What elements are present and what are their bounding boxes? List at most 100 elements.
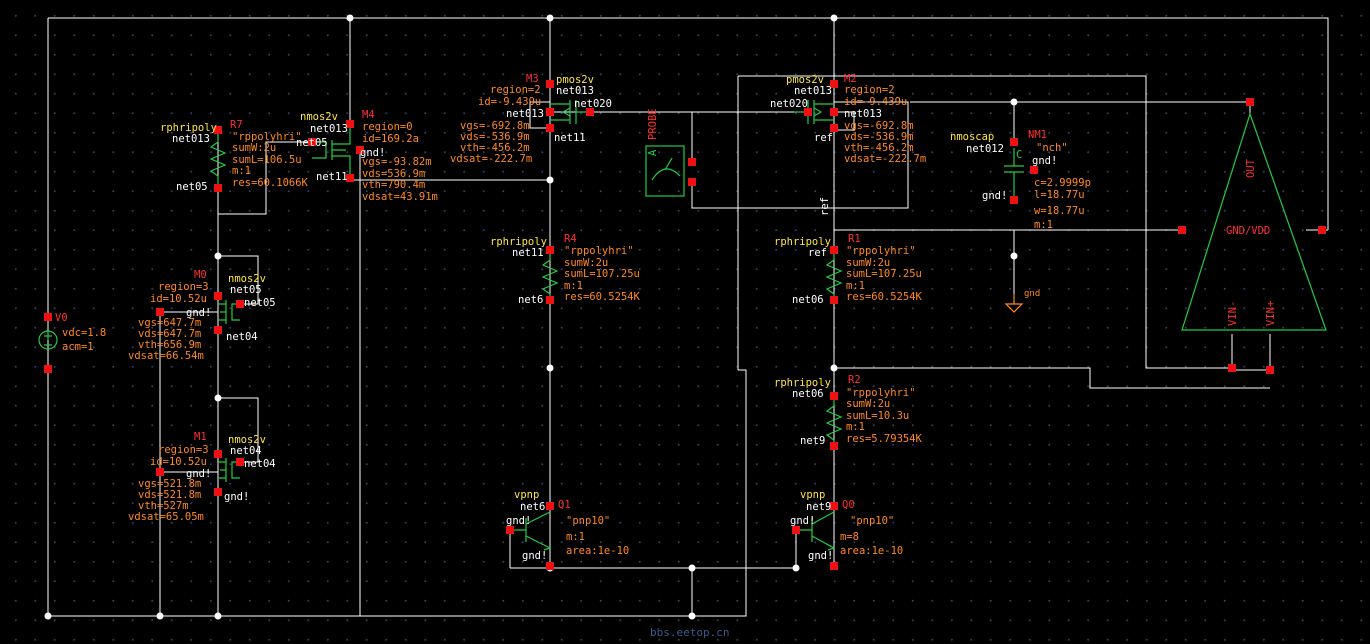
q1-net1: gnd! <box>506 515 531 527</box>
r7-p4: res=60.1066K <box>232 177 309 189</box>
m3-name: M3 <box>526 73 539 85</box>
wire-m2-gate <box>834 111 855 131</box>
m2-p3: vds=-536.9m <box>844 131 914 143</box>
nm1-net0: net012 <box>966 143 1004 155</box>
m3-net2: net020 <box>574 98 612 110</box>
r1-p4: res=60.5254K <box>846 291 923 303</box>
nm1-name: NM1 <box>1028 129 1047 141</box>
labels: V0 vdc=1.8 acm=1 R7 rphripoly net013 net… <box>55 73 1277 639</box>
m0-net1: gnd! <box>186 307 211 319</box>
r1-cell: rphripoly <box>774 236 831 248</box>
amplifier[interactable] <box>1178 98 1327 374</box>
r4-net-top: net11 <box>512 247 544 259</box>
nm1-p0: "nch" <box>1036 142 1068 154</box>
wire-bottom-rail <box>48 76 747 617</box>
wire-probe-bot <box>691 101 909 209</box>
wire-bjt-bottom <box>510 567 796 616</box>
nmos-m1[interactable] <box>156 450 244 496</box>
ground-symbol <box>1004 294 1024 313</box>
q0-name: Q0 <box>842 499 855 511</box>
m4-cell: nmos2v <box>300 111 338 123</box>
nmos-m4[interactable] <box>308 120 364 182</box>
nm1-p2: l=18.77u <box>1034 189 1085 201</box>
nm1-c: C <box>1016 149 1022 161</box>
m0-name: M0 <box>194 269 207 281</box>
q1-cell: vpnp <box>514 489 539 501</box>
q1-p2: area:1e-10 <box>566 545 629 557</box>
wire-m1-fb <box>218 397 259 463</box>
nmos-m0[interactable] <box>156 292 244 334</box>
m1-p1: id=10.52u <box>150 456 207 468</box>
voltage-source-v0[interactable] <box>38 313 58 373</box>
r7-name: R7 <box>230 119 243 131</box>
wire-x360 <box>160 150 361 617</box>
r2-name: R2 <box>848 374 861 386</box>
pmos-m2[interactable] <box>794 80 838 132</box>
r1-p3: m:1 <box>846 280 865 292</box>
r2-p2: sumL=10.3u <box>846 410 909 422</box>
q1-name: Q1 <box>558 499 571 511</box>
m2-cell: pmos2v <box>786 74 824 86</box>
r7-net-top: net013 <box>172 133 210 145</box>
m1-p0: region=3 <box>158 444 209 456</box>
nmoscap-nm1[interactable] <box>1004 138 1038 204</box>
pmos-m3[interactable] <box>546 80 594 132</box>
m4-net1: net05 <box>296 137 328 149</box>
m1-p4: vth=527m <box>138 500 189 512</box>
wire-amp-vinp <box>1232 334 1271 371</box>
m0-net0: net05 <box>230 284 262 296</box>
probe-box[interactable] <box>645 145 696 197</box>
r7-cell: rphripoly <box>160 122 217 134</box>
r4-cell: rphripoly <box>490 236 547 248</box>
wire-amp-top <box>738 75 1232 369</box>
m2-net2: net013 <box>844 108 882 120</box>
m0-p2: vgs=647.7m <box>138 317 201 329</box>
wire-r2-amp <box>834 367 1270 389</box>
r7-p2: sumL=106.5u <box>232 154 302 166</box>
m0-p5: vdsat=66.54m <box>128 350 204 362</box>
m0-net3: net04 <box>226 331 258 343</box>
q0-net2: gnd! <box>808 550 833 562</box>
r4-name: R4 <box>564 233 577 245</box>
m1-net2: net04 <box>244 458 276 470</box>
resistor-r1[interactable] <box>825 246 843 304</box>
amp-out-label: OUT <box>1245 158 1257 178</box>
r1-p2: sumL=107.25u <box>846 268 922 280</box>
wires <box>47 17 1329 617</box>
r4-net-bot: net6 <box>518 294 543 306</box>
junctions <box>44 14 1018 620</box>
r1-name: R1 <box>848 233 861 245</box>
r4-p1: sumW:2u <box>564 257 608 269</box>
m3-net0: net013 <box>556 85 594 97</box>
r4-p3: m:1 <box>564 280 583 292</box>
m1-net0: net04 <box>230 445 262 457</box>
resistor-r4[interactable] <box>541 246 559 304</box>
r2-p4: res=5.79354K <box>846 433 923 445</box>
pnp-q0[interactable] <box>792 502 838 570</box>
nm1-net1: gnd! <box>1032 155 1057 167</box>
wire-cap <box>910 101 1250 294</box>
r7-net-bot: net05 <box>176 181 208 193</box>
m1-name: M1 <box>194 431 207 443</box>
m3-net3: net11 <box>554 132 586 144</box>
m1-p2: vgs=521.8m <box>138 478 201 490</box>
m3-cell: pmos2v <box>556 74 594 86</box>
r2-cell: rphripoly <box>774 377 831 389</box>
ref-vertical-label: ref <box>819 197 831 216</box>
pnp-q1[interactable] <box>506 502 554 570</box>
q1-net2: gnd! <box>522 550 547 562</box>
m3-p3: vds=-536.9m <box>460 131 530 143</box>
m1-net3: gnd! <box>224 491 249 503</box>
q0-p2: area:1e-10 <box>840 545 903 557</box>
m4-net2: gnd! <box>360 147 385 159</box>
m2-p5: vdsat=-222.7m <box>844 153 926 165</box>
resistor-r2[interactable] <box>825 392 843 450</box>
m0-p4: vth=656.9m <box>138 339 201 351</box>
v0-name: V0 <box>55 312 68 324</box>
q1-p1: m:1 <box>566 531 585 543</box>
m4-p2: vgs=-93.82m <box>362 156 432 168</box>
resistor-r7[interactable] <box>209 126 227 192</box>
wire-r7-m4 <box>218 141 312 215</box>
q0-p0: "pnp10" <box>850 515 894 527</box>
